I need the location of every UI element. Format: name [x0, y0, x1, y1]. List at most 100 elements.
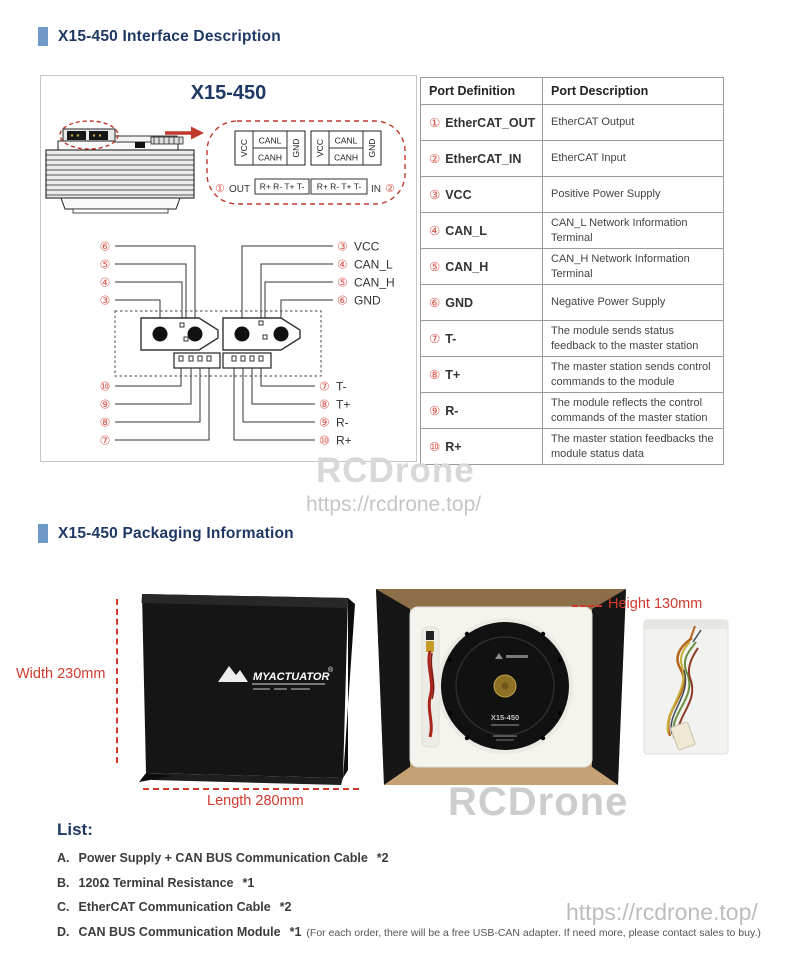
height-dimension-label: Height 130mm — [608, 596, 703, 612]
item-text: EtherCAT Communication Cable — [78, 900, 271, 914]
wiring-diagram: ⑥ ⑤ ④ ③ ③ VCC ④ CAN_L ⑤ CAN_H ⑥ GND ⑩ ⑨ … — [99, 240, 394, 448]
item-text: 120Ω Terminal Resistance — [78, 875, 234, 890]
section-header-packaging: X15-450 Packaging Information — [38, 524, 294, 543]
port-number: ⑦ — [429, 331, 441, 346]
motor-in-box: X15-450 — [437, 618, 573, 754]
table-header-row: Port Definition Port Description — [420, 77, 724, 105]
item-prefix: B. — [57, 875, 70, 890]
svg-text:①: ① — [215, 182, 225, 195]
product-name-title: X15-450 — [190, 82, 267, 104]
item-prefix: D. — [57, 924, 70, 939]
width-dimension-line — [116, 599, 118, 763]
pin-name-label: VCC — [354, 240, 380, 254]
pin-name-label: CAN_L — [354, 258, 393, 272]
port-name: R- — [445, 404, 459, 418]
section-title: X15-450 Interface Description — [58, 27, 281, 45]
section-header-interface: X15-450 Interface Description — [38, 27, 281, 46]
registered-mark: ® — [328, 666, 334, 674]
pin-name-label: T- — [336, 380, 347, 394]
section-accent-bar — [38, 27, 48, 46]
cable-in-foam — [421, 626, 440, 748]
port-description: EtherCAT Input — [542, 140, 724, 177]
item-quantity: *2 — [376, 851, 389, 865]
port-name: EtherCAT_OUT — [445, 116, 536, 130]
svg-text:CANH: CANH — [257, 153, 281, 163]
packaging-box-photo: MYACTUATOR ® — [139, 594, 355, 785]
table-row: ① EtherCAT_OUT EtherCAT Output — [420, 104, 724, 141]
height-dimension-line — [572, 605, 602, 607]
width-dimension-label: Width 230mm — [16, 666, 106, 682]
pin-number-label: ④ — [337, 258, 348, 272]
list-item: C. EtherCAT Communication Cable *2 — [57, 900, 767, 914]
item-quantity: *1 — [242, 875, 255, 890]
item-quantity: *2 — [279, 900, 292, 914]
port-name: CAN_L — [445, 224, 487, 238]
myactuator-logo: MYACTUATOR ® — [218, 666, 334, 690]
item-prefix: C. — [57, 900, 70, 914]
port-definition-table: Port Definition Port Description ① EtherC… — [420, 77, 724, 465]
signal-connector-right — [221, 352, 272, 369]
table-row: ⑦ T- The module sends status feedback to t… — [420, 320, 724, 357]
port-description: Negative Power Supply — [542, 284, 724, 321]
pin-number-label: ⑦ — [319, 380, 330, 394]
section-title: X15-450 Packaging Information — [58, 524, 294, 542]
pin-number-label: ③ — [99, 294, 110, 308]
svg-text:CANL: CANL — [258, 136, 281, 146]
port-number: ⑨ — [429, 403, 441, 418]
pin-row-labels: ① OUT R+ R- T+ T- R+ R- T+ T- IN ② — [215, 178, 395, 195]
watermark-url: https://rcdrone.top/ — [306, 493, 482, 516]
port-name: EtherCAT_IN — [445, 152, 522, 166]
svg-text:VCC: VCC — [239, 139, 249, 157]
length-dimension-line — [143, 788, 359, 790]
port-number: ① — [429, 115, 441, 130]
svg-text:OUT: OUT — [229, 184, 250, 195]
pin-number-label: ③ — [337, 240, 348, 254]
port-description: The master station feedbacks the module … — [542, 428, 724, 465]
list-item: A.Power Supply + CAN BUS Communication C… — [57, 851, 767, 865]
section-accent-bar — [38, 524, 48, 543]
pin-number-label: ⑨ — [319, 416, 330, 430]
length-dimension-label: Length 280mm — [207, 793, 304, 809]
pin-name-label: T+ — [336, 398, 350, 412]
item-note: (For each order, there will be a free US… — [306, 926, 761, 939]
port-name: CAN_H — [445, 260, 489, 274]
port-number: ⑥ — [429, 295, 441, 310]
port-name: T- — [445, 332, 457, 346]
port-description: The master station sends control command… — [542, 356, 724, 393]
connector-block-out: VCC CANL CANH GND — [233, 130, 306, 166]
port-description: EtherCAT Output — [542, 104, 724, 141]
pin-number-label: ④ — [99, 276, 110, 290]
pin-number-label: ⑩ — [319, 434, 330, 448]
power-connector-left — [139, 317, 219, 351]
connector-block-in: VCC CANL CANH GND — [309, 130, 382, 166]
list-item: D.CAN BUS Communication Module*1(For eac… — [57, 925, 767, 939]
pin-name-label: R+ — [336, 434, 352, 448]
list-heading: List: — [57, 820, 93, 839]
port-description: CAN_L Network Information Terminal — [542, 212, 724, 249]
svg-text:CANL: CANL — [334, 136, 357, 146]
column-header-description: Port Description — [542, 77, 724, 105]
port-description: The module sends status feedback to the … — [542, 320, 724, 357]
arrow-right-icon — [164, 126, 204, 140]
pin-number-label: ⑥ — [337, 294, 348, 308]
pin-number-label: ⑨ — [99, 398, 110, 412]
port-description: CAN_H Network Information Terminal — [542, 248, 724, 285]
svg-text:VCC: VCC — [315, 139, 325, 157]
pin-name-label: GND — [354, 294, 381, 308]
packing-list: List: A.Power Supply + CAN BUS Communica… — [57, 820, 767, 949]
pin-number-label: ⑥ — [99, 240, 110, 254]
myactuator-logo-icon — [218, 666, 248, 682]
svg-text:IN: IN — [371, 184, 381, 195]
list-item: B. 120Ω Terminal Resistance *1 — [57, 876, 767, 890]
pin-name-label: R- — [336, 416, 349, 430]
item-prefix: A. — [57, 851, 70, 865]
port-name: T+ — [445, 368, 461, 382]
